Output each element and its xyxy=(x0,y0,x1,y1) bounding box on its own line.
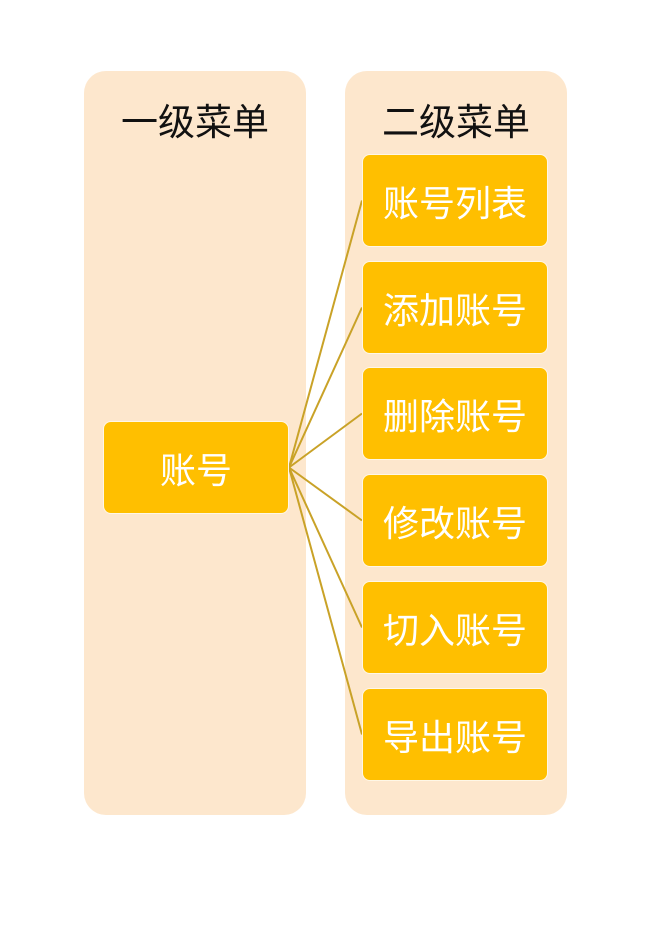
child-node-switch-account[interactable]: 切入账号 xyxy=(362,581,548,674)
child-node-delete-account[interactable]: 删除账号 xyxy=(362,367,548,460)
child-node-edit-account[interactable]: 修改账号 xyxy=(362,474,548,567)
root-node-account[interactable]: 账号 xyxy=(103,421,289,514)
level1-title: 一级菜单 xyxy=(121,101,269,144)
child-node-export-account[interactable]: 导出账号 xyxy=(362,688,548,781)
child-node-add-account[interactable]: 添加账号 xyxy=(362,261,548,354)
level2-title: 二级菜单 xyxy=(382,101,530,144)
child-node-account-list[interactable]: 账号列表 xyxy=(362,154,548,247)
